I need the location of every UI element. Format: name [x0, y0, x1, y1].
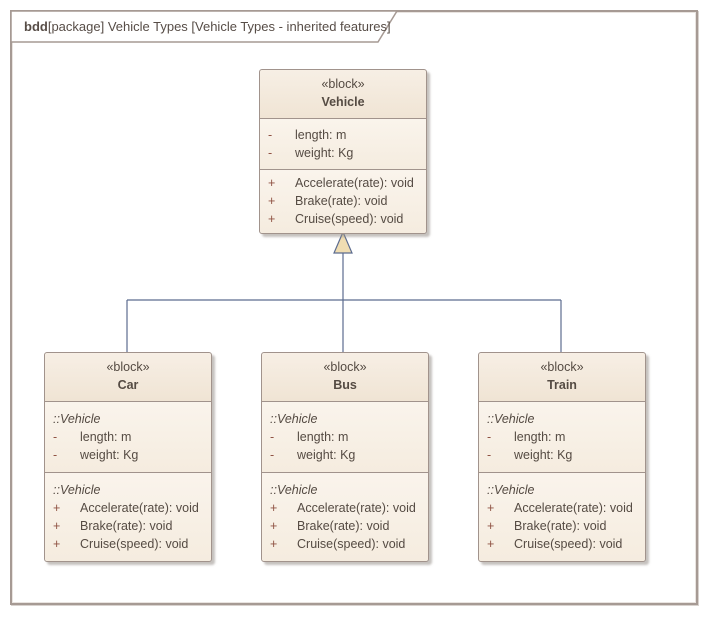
- visibility-marker: +: [268, 194, 276, 208]
- operation-row[interactable]: + Accelerate(rate): void: [270, 499, 424, 517]
- stereotype-label: «block»: [321, 77, 365, 91]
- attribute-text: length: m: [80, 430, 132, 444]
- attribute-row[interactable]: - length: m: [270, 428, 424, 446]
- visibility-marker: -: [270, 448, 275, 462]
- visibility-marker: +: [270, 537, 278, 551]
- operation-text: Accelerate(rate): void: [297, 501, 416, 515]
- operation-text: Brake(rate): void: [297, 519, 390, 533]
- visibility-marker: -: [53, 448, 58, 462]
- attribute-text: length: m: [295, 128, 347, 142]
- frame-tab[interactable]: [11, 11, 403, 45]
- attribute-row[interactable]: - weight: Kg: [487, 446, 641, 464]
- block-bus-header[interactable]: «block» Bus: [262, 353, 428, 402]
- operation-row[interactable]: + Cruise(speed): void: [268, 210, 422, 228]
- visibility-marker: -: [487, 430, 492, 444]
- inherited-from-label: ::Vehicle: [270, 412, 318, 426]
- block-vehicle[interactable]: «block» Vehicle - length: m - weight: Kg +…: [259, 69, 427, 234]
- operation-text: Cruise(speed): void: [80, 537, 189, 551]
- visibility-marker: +: [487, 519, 495, 533]
- attribute-text: length: m: [297, 430, 349, 444]
- operation-text: Brake(rate): void: [514, 519, 607, 533]
- operation-row[interactable]: + Cruise(speed): void: [487, 535, 641, 553]
- attribute-text: weight: Kg: [295, 146, 354, 160]
- operation-text: Cruise(speed): void: [514, 537, 623, 551]
- operation-row[interactable]: + Cruise(speed): void: [53, 535, 207, 553]
- block-car-attributes[interactable]: ::Vehicle -length: m -weight: Kg: [45, 402, 211, 473]
- block-vehicle-attributes[interactable]: - length: m - weight: Kg: [260, 119, 426, 170]
- operation-row[interactable]: + Cruise(speed): void: [270, 535, 424, 553]
- diagram-kind-label: bdd: [24, 19, 48, 34]
- attribute-text: weight: Kg: [297, 448, 356, 462]
- stereotype-label: «block»: [540, 360, 584, 374]
- operation-row[interactable]: + Brake(rate): void: [53, 517, 207, 535]
- block-train-operations[interactable]: ::Vehicle +Accelerate(rate): void +Brake…: [479, 473, 645, 561]
- visibility-marker: +: [270, 519, 278, 533]
- operation-row[interactable]: + Accelerate(rate): void: [53, 499, 207, 517]
- operation-text: Brake(rate): void: [295, 194, 388, 208]
- operation-row[interactable]: + Brake(rate): void: [268, 192, 422, 210]
- block-vehicle-header[interactable]: «block» Vehicle: [260, 70, 426, 119]
- visibility-marker: -: [268, 146, 273, 160]
- block-train[interactable]: «block» Train ::Vehicle -length: m -weig…: [478, 352, 646, 562]
- block-name: Car: [117, 378, 139, 392]
- attribute-row[interactable]: - weight: Kg: [268, 144, 422, 162]
- operation-row[interactable]: + Accelerate(rate): void: [487, 499, 641, 517]
- stereotype-label: «block»: [323, 360, 367, 374]
- attribute-row[interactable]: - length: m: [487, 428, 641, 446]
- block-name: Train: [547, 378, 577, 392]
- attribute-text: weight: Kg: [80, 448, 139, 462]
- visibility-marker: +: [53, 501, 61, 515]
- block-car-operations[interactable]: ::Vehicle +Accelerate(rate): void +Brake…: [45, 473, 211, 561]
- operation-text: Cruise(speed): void: [297, 537, 406, 551]
- block-name: Vehicle: [321, 95, 365, 109]
- visibility-marker: -: [53, 430, 58, 444]
- operation-text: Accelerate(rate): void: [514, 501, 633, 515]
- inherited-from-label: ::Vehicle: [53, 483, 101, 497]
- inherited-from-label: ::Vehicle: [487, 412, 535, 426]
- inherited-from-label: ::Vehicle: [53, 412, 101, 426]
- operation-text: Accelerate(rate): void: [295, 176, 414, 190]
- visibility-marker: +: [268, 212, 276, 226]
- block-car-header[interactable]: «block» Car: [45, 353, 211, 402]
- frame-tab-label: bdd[package] Vehicle Types [Vehicle Type…: [24, 19, 391, 34]
- visibility-marker: +: [53, 537, 61, 551]
- stereotype-label: «block»: [106, 360, 150, 374]
- attribute-text: weight: Kg: [514, 448, 573, 462]
- frame-tab-shape: [11, 11, 398, 43]
- visibility-marker: -: [487, 448, 492, 462]
- inherited-from-label: ::Vehicle: [487, 483, 535, 497]
- inherited-from-label: ::Vehicle: [270, 483, 318, 497]
- attribute-row[interactable]: - weight: Kg: [53, 446, 207, 464]
- operation-text: Accelerate(rate): void: [80, 501, 199, 515]
- visibility-marker: +: [268, 176, 276, 190]
- visibility-marker: +: [53, 519, 61, 533]
- visibility-marker: -: [268, 128, 273, 142]
- visibility-marker: +: [487, 501, 495, 515]
- operation-text: Brake(rate): void: [80, 519, 173, 533]
- block-train-attributes[interactable]: ::Vehicle -length: m -weight: Kg: [479, 402, 645, 473]
- operation-row[interactable]: + Brake(rate): void: [487, 517, 641, 535]
- operation-row[interactable]: + Accelerate(rate): void: [268, 174, 422, 192]
- block-bus-operations[interactable]: ::Vehicle +Accelerate(rate): void +Brake…: [262, 473, 428, 561]
- attribute-row[interactable]: - weight: Kg: [270, 446, 424, 464]
- attribute-row[interactable]: - length: m: [268, 126, 422, 144]
- operation-row[interactable]: + Brake(rate): void: [270, 517, 424, 535]
- visibility-marker: +: [270, 501, 278, 515]
- block-train-header[interactable]: «block» Train: [479, 353, 645, 402]
- operation-text: Cruise(speed): void: [295, 212, 404, 226]
- block-name: Bus: [333, 378, 357, 392]
- diagram-title-label: [package] Vehicle Types [Vehicle Types -…: [47, 19, 391, 34]
- attribute-row[interactable]: - length: m: [53, 428, 207, 446]
- block-bus[interactable]: «block» Bus ::Vehicle -length: m -weight…: [261, 352, 429, 562]
- block-bus-attributes[interactable]: ::Vehicle -length: m -weight: Kg: [262, 402, 428, 473]
- visibility-marker: +: [487, 537, 495, 551]
- attribute-text: length: m: [514, 430, 566, 444]
- visibility-marker: -: [270, 430, 275, 444]
- block-vehicle-operations[interactable]: + Accelerate(rate): void + Brake(rate): vo…: [260, 170, 426, 233]
- block-car[interactable]: «block» Car ::Vehicle -length: m -weight…: [44, 352, 212, 562]
